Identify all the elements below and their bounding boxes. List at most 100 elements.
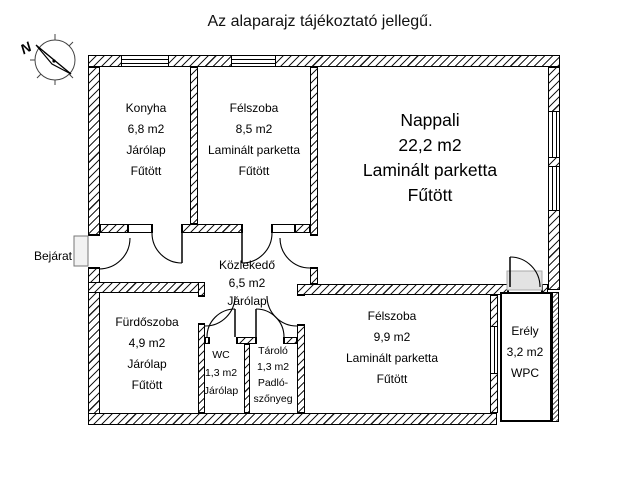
wall-felszoba2-right bbox=[490, 295, 498, 327]
room-area: 4,9 m2 bbox=[128, 336, 166, 350]
room-name: Fürdőszoba bbox=[115, 315, 179, 329]
door-opening-nappali bbox=[310, 235, 318, 268]
window-pane bbox=[556, 167, 557, 210]
room-name: WC bbox=[212, 349, 230, 361]
window-felszoba1 bbox=[232, 55, 275, 67]
door-opening-wc bbox=[209, 337, 237, 344]
room-name: Tároló bbox=[258, 345, 288, 357]
outer-wall-right-pier bbox=[548, 157, 560, 167]
room-label-felszoba-1: Félszoba 8,5 m2 Laminált parketta Fűtött bbox=[196, 98, 312, 182]
room-floor: Járólap bbox=[227, 294, 267, 308]
window-pane bbox=[122, 63, 168, 64]
entrance-label: Bejárat bbox=[28, 246, 78, 267]
balcony-railing bbox=[552, 292, 559, 422]
wall-felszoba2-left bbox=[297, 325, 305, 413]
room-floor: szőnyeg bbox=[253, 393, 293, 405]
room-label-nappali: Nappali 22,2 m2 Laminált parketta Fűtött bbox=[330, 108, 530, 208]
wall-wc-tarolo-top bbox=[205, 337, 209, 344]
room-floor: Járólap bbox=[127, 357, 167, 371]
room-name: Konyha bbox=[125, 101, 167, 115]
wall-corridor-top bbox=[100, 224, 128, 233]
balcony-threshold bbox=[506, 270, 543, 291]
door-opening-konyha bbox=[152, 224, 182, 233]
window-pane bbox=[556, 112, 557, 157]
door-opening-felszoba1 bbox=[242, 224, 272, 233]
outer-wall-top bbox=[275, 55, 560, 67]
door-arc-felszoba1 bbox=[241, 232, 273, 264]
room-area: 9,9 m2 bbox=[373, 330, 411, 344]
outer-wall-top bbox=[168, 55, 232, 67]
room-area: 3,2 m2 bbox=[506, 345, 544, 359]
room-name: Nappali bbox=[400, 110, 460, 130]
wall-corridor-top bbox=[295, 224, 310, 233]
room-name: Félszoba bbox=[229, 101, 279, 115]
window-pane bbox=[552, 167, 553, 210]
door-arc-entrance bbox=[98, 237, 131, 270]
room-area: 6,8 m2 bbox=[127, 122, 165, 136]
room-label-tarolo: Tároló 1,3 m2 Padló- szőnyeg bbox=[245, 343, 301, 407]
door-arc-tarolo bbox=[255, 308, 285, 338]
room-floor: Laminált parketta bbox=[207, 143, 301, 157]
outer-wall-bottom bbox=[88, 413, 497, 425]
room-label-erely: Erély 3,2 m2 WPC bbox=[497, 321, 553, 384]
room-floor: WPC bbox=[511, 366, 539, 380]
door-arc-nappali bbox=[279, 237, 311, 269]
room-heating: Fűtött bbox=[376, 372, 408, 386]
room-floor: Laminált parketta bbox=[362, 160, 498, 180]
window-pane bbox=[122, 59, 168, 60]
room-label-kozlekedo: Közlekedő 6,5 m2 Járólap bbox=[203, 256, 291, 310]
window-nappali-2 bbox=[548, 167, 560, 210]
room-label-felszoba-2: Félszoba 9,9 m2 Laminált parketta Fűtött bbox=[296, 306, 488, 390]
door-arc-konyha bbox=[151, 232, 183, 264]
room-name: Erély bbox=[511, 324, 539, 338]
door-arc-wc bbox=[206, 308, 236, 338]
compass-rose: N bbox=[18, 34, 76, 85]
window-nappali-1 bbox=[548, 112, 560, 157]
room-name: Félszoba bbox=[367, 309, 417, 323]
door-opening-entrance bbox=[88, 235, 100, 268]
window-konyha bbox=[122, 55, 168, 67]
room-floor: Laminált parketta bbox=[345, 351, 439, 365]
outer-wall-right bbox=[548, 67, 560, 112]
room-area: 6,5 m2 bbox=[228, 276, 266, 290]
room-label-furdoszoba: Fürdőszoba 4,9 m2 Járólap Fűtött bbox=[97, 312, 197, 396]
door-opening-tarolo bbox=[256, 337, 284, 344]
window-erely bbox=[490, 327, 498, 373]
door-swings bbox=[98, 232, 541, 338]
window-pane bbox=[232, 59, 275, 60]
door-arc-felszoba2 bbox=[266, 295, 298, 327]
plan-disclaimer-title: Az alaparajz tájékoztató jellegű. bbox=[207, 13, 433, 30]
door-opening-furdoszoba bbox=[198, 296, 205, 324]
outer-wall-right bbox=[548, 210, 560, 290]
room-floor: Padló- bbox=[257, 377, 289, 389]
room-name: Közlekedő bbox=[218, 258, 276, 272]
room-floor: Járólap bbox=[126, 143, 166, 157]
entrance-label-text: Bejárat bbox=[33, 249, 73, 263]
wall-nappali-left bbox=[310, 67, 318, 235]
window-pane bbox=[232, 63, 275, 64]
door-arc-furdoszoba bbox=[204, 295, 236, 327]
room-floor: Járólap bbox=[203, 385, 239, 397]
room-heating: Fűtött bbox=[131, 378, 163, 392]
wall-nappali-left bbox=[310, 268, 318, 284]
window-pane bbox=[552, 112, 553, 157]
door-casing bbox=[128, 224, 152, 233]
room-area: 1,3 m2 bbox=[204, 367, 238, 379]
compass-center-dot bbox=[52, 59, 56, 63]
room-area: 1,3 m2 bbox=[256, 361, 290, 373]
door-casing bbox=[272, 224, 295, 233]
compass-tick bbox=[30, 34, 74, 85]
balcony-outline bbox=[500, 292, 552, 422]
door-arc-balcony bbox=[509, 256, 541, 288]
compass-north-label: N bbox=[18, 38, 35, 57]
compass-needle-line bbox=[43, 51, 72, 75]
room-heating: Fűtött bbox=[238, 164, 270, 178]
room-area: 8,5 m2 bbox=[235, 122, 273, 136]
room-area: 22,2 m2 bbox=[398, 135, 462, 155]
wall-wc-tarolo-top bbox=[284, 337, 297, 344]
door-opening-felszoba2 bbox=[297, 295, 305, 325]
room-heating: Fűtött bbox=[130, 164, 162, 178]
wall-furdoszoba-right bbox=[198, 324, 205, 413]
room-label-konyha: Konyha 6,8 m2 Járólap Fűtött bbox=[100, 98, 192, 182]
